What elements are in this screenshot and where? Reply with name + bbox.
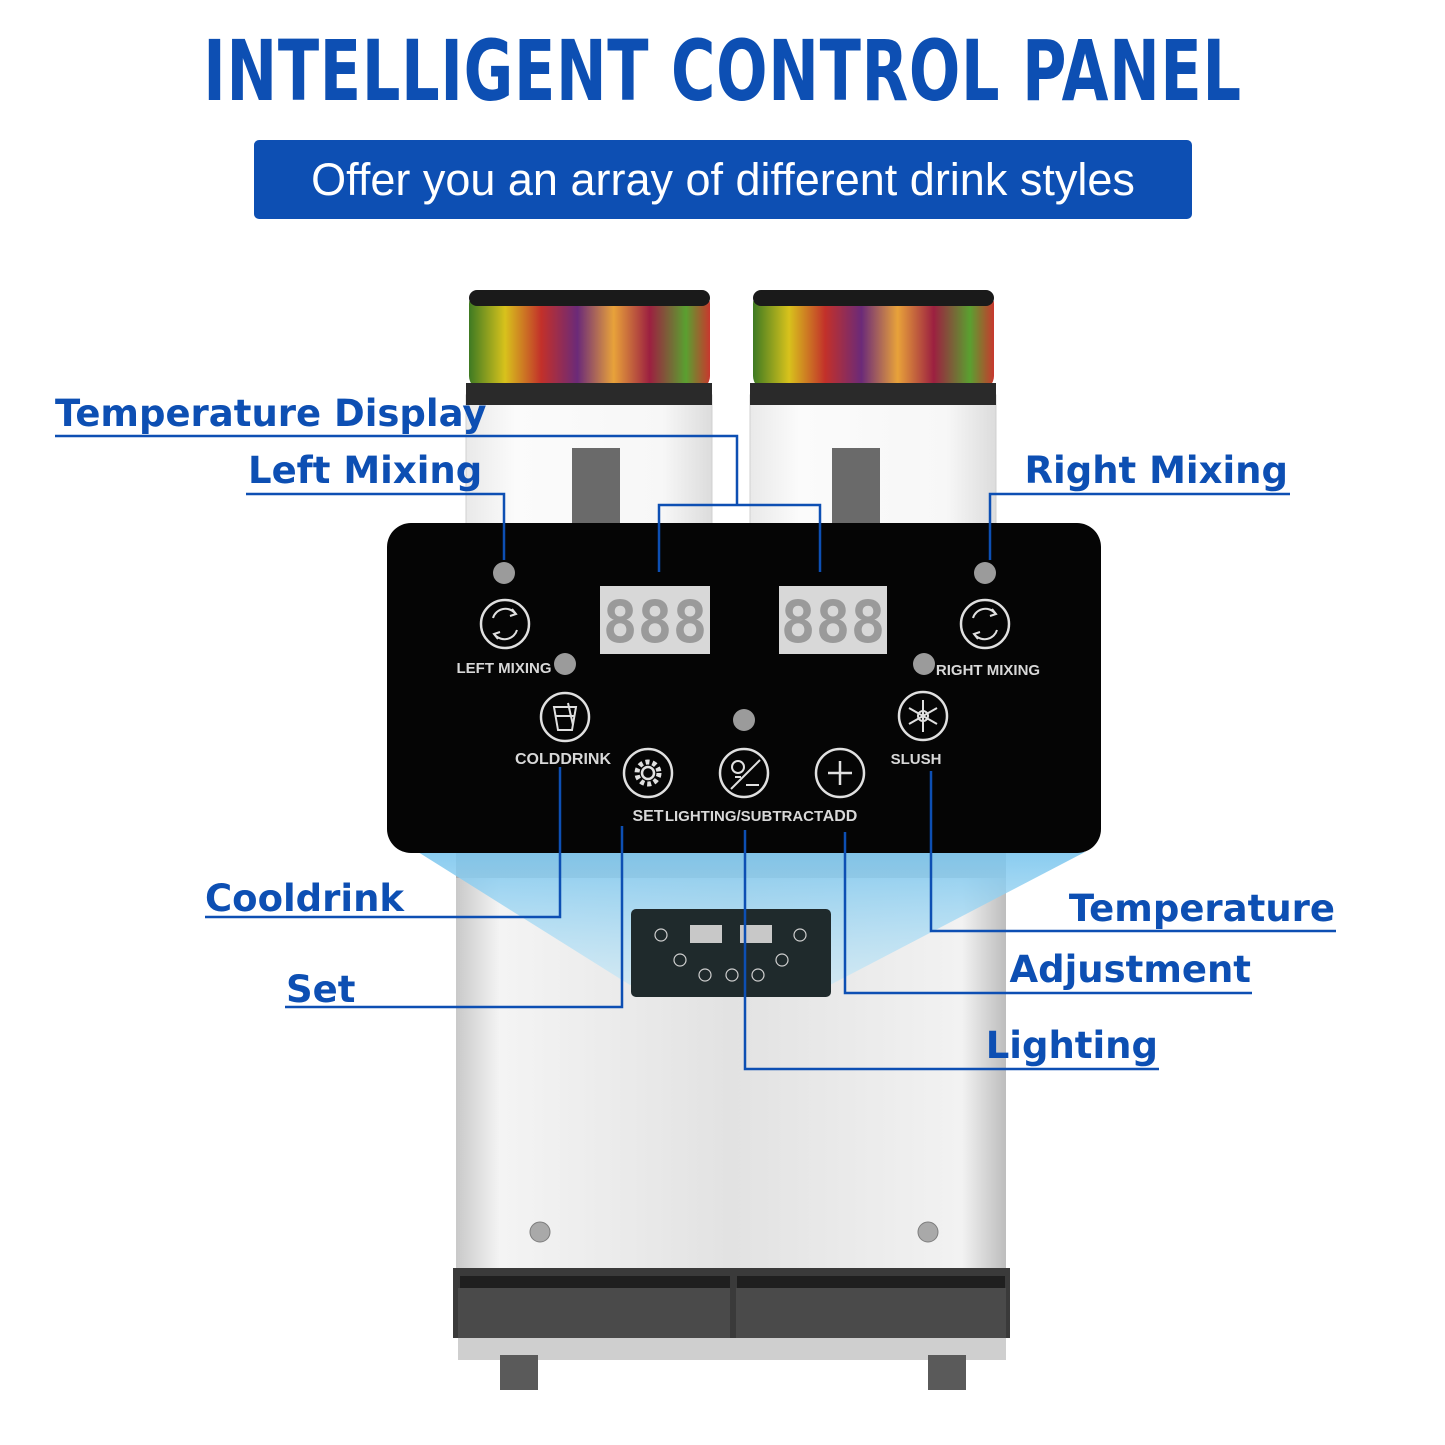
add-button[interactable] <box>814 747 866 799</box>
left-display-digits: 888 <box>603 588 708 656</box>
callout-lighting: Lighting <box>985 1024 1158 1067</box>
callout-set: Set <box>286 968 356 1011</box>
left-temperature-display: 888 <box>600 586 710 656</box>
right-mixing-label: RIGHT MIXING <box>936 662 1040 679</box>
right-mixing-indicator <box>974 562 996 584</box>
colddrink-button[interactable] <box>539 691 591 743</box>
add-label: ADD <box>823 808 858 825</box>
callout-cooldrink: Cooldrink <box>205 877 405 920</box>
gear-icon <box>634 759 662 787</box>
cup-icon <box>552 702 578 731</box>
set-button[interactable] <box>622 747 674 799</box>
set-label: SET <box>632 808 663 825</box>
callout-temperature: Temperature <box>1068 887 1335 930</box>
left-mixing-button[interactable] <box>479 598 531 650</box>
control-panel: 888 888 LEFT MIXING <box>387 523 1101 853</box>
bulb-minus-icon <box>730 759 761 790</box>
left-mixing-indicator <box>493 562 515 584</box>
callout-adjustment: Adjustment <box>1009 948 1251 991</box>
plus-icon <box>828 761 852 785</box>
rotate-arrows-icon <box>972 607 998 641</box>
right-temperature-display: 888 <box>779 586 887 656</box>
right-jar <box>749 290 997 538</box>
leader-lines <box>55 434 1336 1071</box>
colddrink-indicator <box>554 653 576 675</box>
lighting-subtract-button[interactable] <box>718 747 770 799</box>
slush-label: SLUSH <box>891 751 942 768</box>
page-title: INTELLIGENT CONTROL PANEL <box>203 22 1242 120</box>
lighting-subtract-label: LIGHTING/SUBTRACT <box>665 808 823 825</box>
left-mixing-label: LEFT MIXING <box>457 660 552 677</box>
right-mixing-button[interactable] <box>959 598 1011 650</box>
callout-left-mixing: Left Mixing <box>248 449 483 492</box>
subtitle-banner: Offer you an array of different drink st… <box>254 140 1192 219</box>
snowflake-icon <box>908 700 938 732</box>
callout-temperature-display: Temperature Display <box>55 392 487 435</box>
subtitle-text: Offer you an array of different drink st… <box>311 153 1135 205</box>
rotate-arrows-icon <box>492 607 518 641</box>
callout-right-mixing: Right Mixing <box>1024 449 1288 492</box>
colddrink-label: COLDDRINK <box>515 751 611 768</box>
machine-body <box>418 850 1085 1390</box>
slush-button[interactable] <box>897 690 949 742</box>
slush-indicator <box>913 653 935 675</box>
lighting-indicator <box>733 709 755 731</box>
right-display-digits: 888 <box>781 588 886 656</box>
left-jar <box>465 290 713 538</box>
